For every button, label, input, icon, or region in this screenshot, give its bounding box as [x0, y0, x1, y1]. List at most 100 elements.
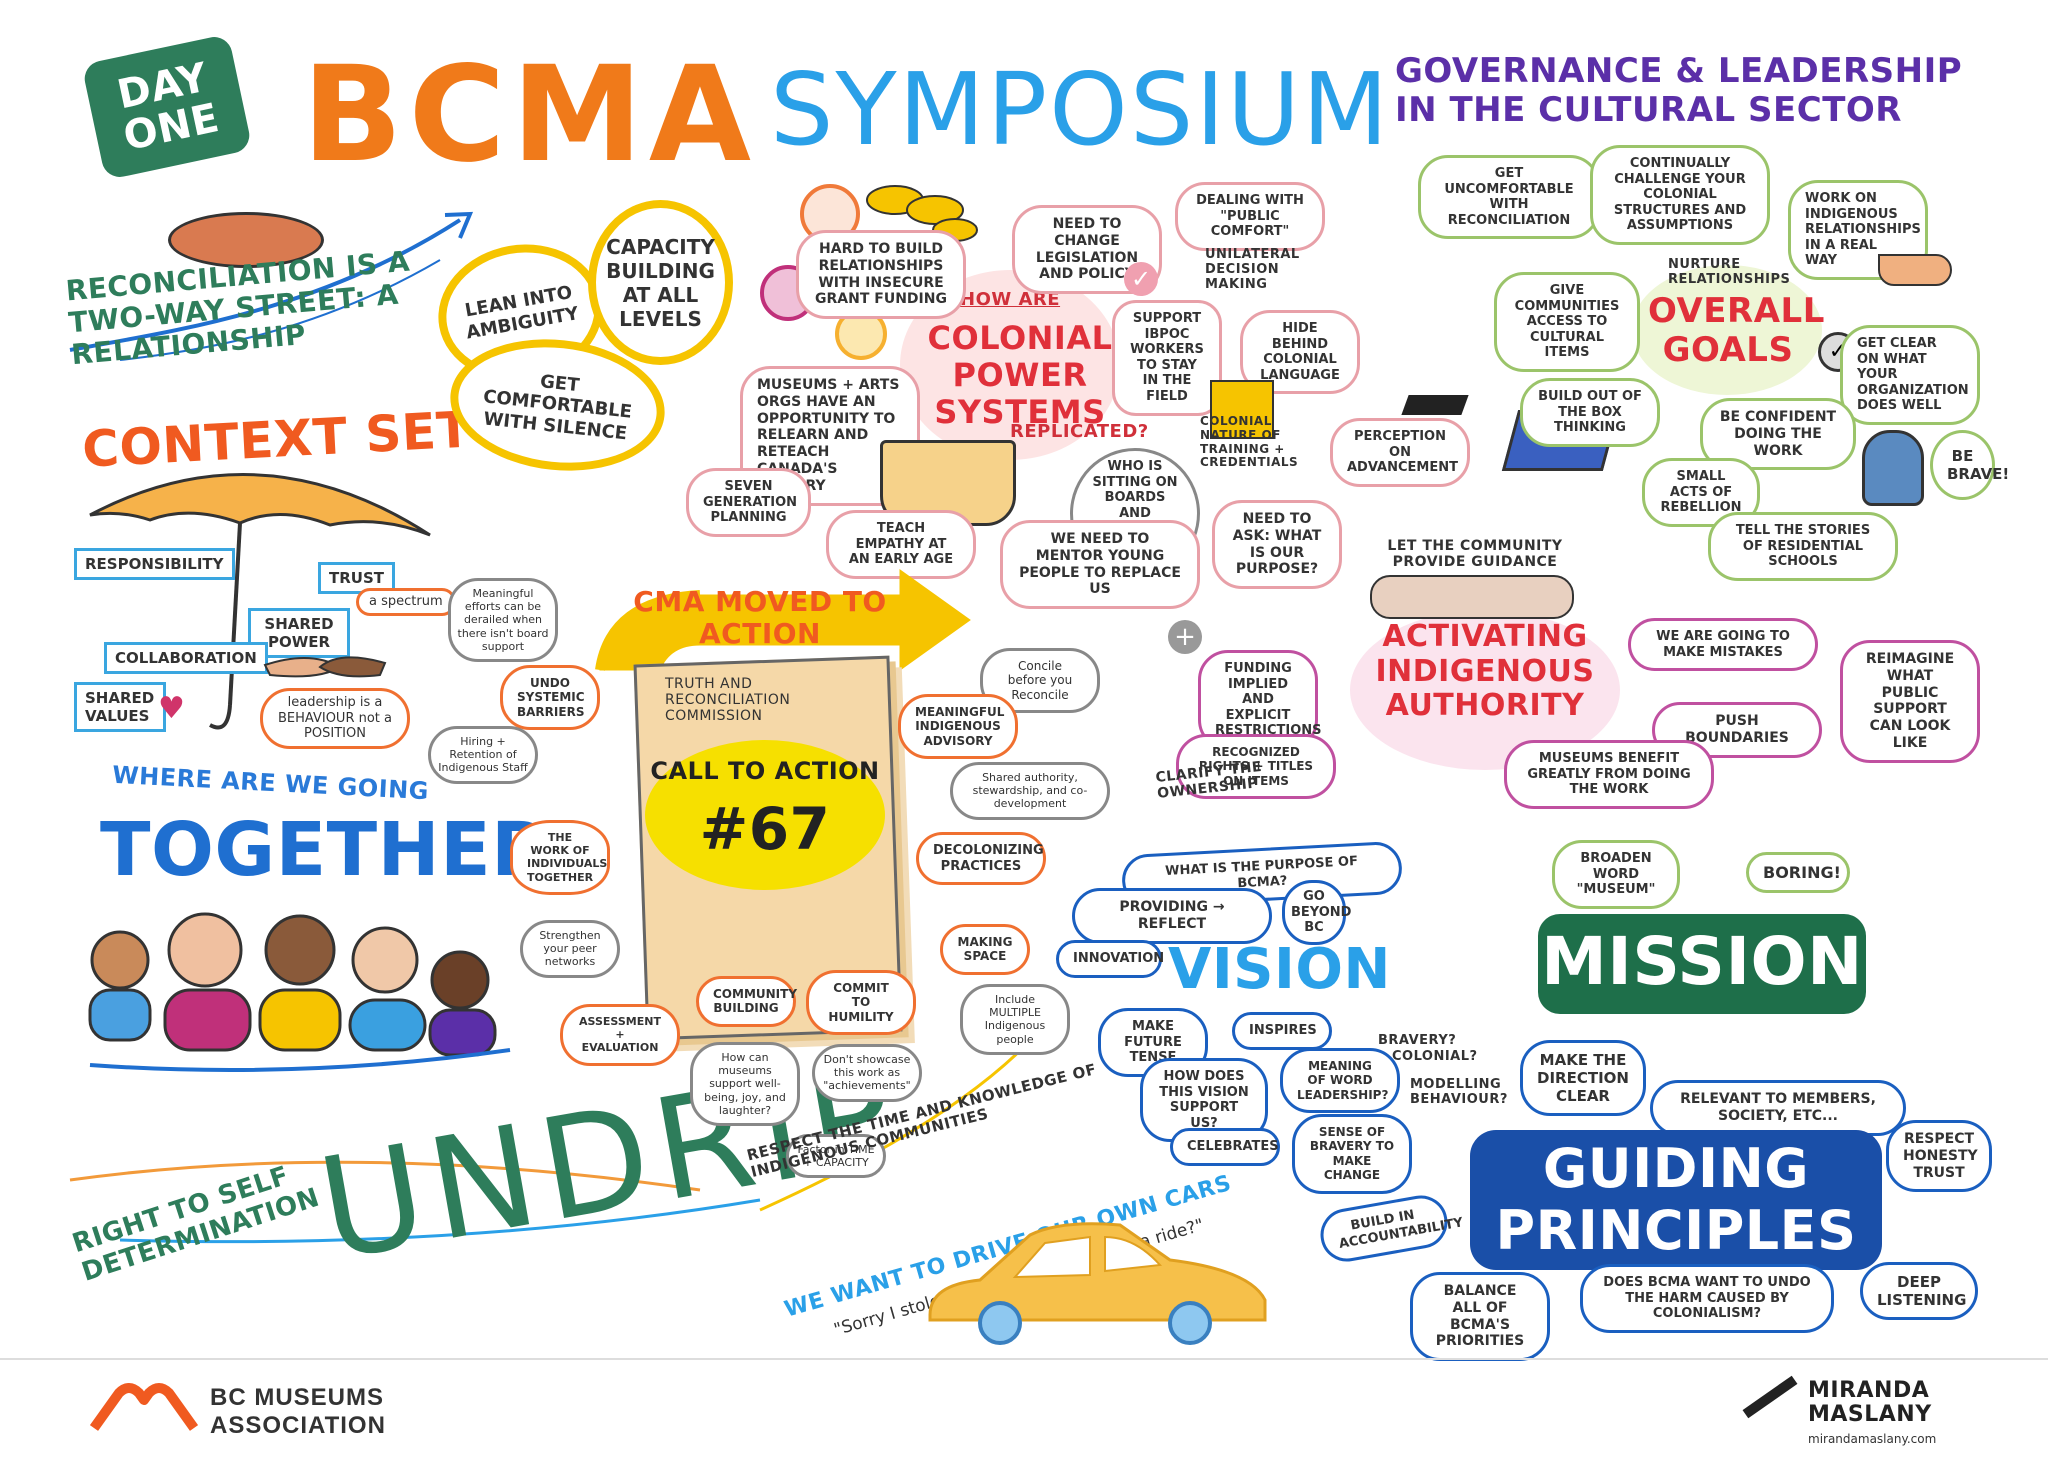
plus-icon: +: [1168, 620, 1202, 654]
guiding-direction-bubble: MAKE THE DIRECTION CLEAR: [1520, 1040, 1646, 1116]
colonial-replicated: REPLICATED?: [1010, 421, 1149, 442]
mission-boring-bubble: BORING!: [1746, 852, 1850, 894]
multiple-bubble: Include MULTIPLE Indigenous people: [960, 984, 1070, 1055]
guiding-balance-bubble: BALANCE ALL OF BCMA'S PRIORITIES: [1410, 1272, 1550, 1362]
vision-title: VISION: [1168, 937, 1391, 1002]
nurture-text: NURTURE RELATIONSHIPS: [1668, 257, 1791, 287]
access-bubble: GIVE COMMUNITIES ACCESS TO CULTURAL ITEM…: [1494, 272, 1640, 372]
bcma-logo-line2: ASSOCIATION: [210, 1412, 386, 1439]
guiding-box: [1470, 1130, 1882, 1270]
box-bubble: BUILD OUT OF THE BOX THINKING: [1520, 378, 1660, 447]
bcma-logo-icon: [89, 1383, 199, 1431]
unilateral-text: UNILATERAL DECISION MAKING: [1205, 247, 1300, 292]
guiding-undo-bubble: DOES BCMA WANT TO UNDO THE HARM CAUSED B…: [1580, 1264, 1834, 1333]
uncomfortable-bubble: GET UNCOMFORTABLE WITH RECONCILIATION: [1418, 155, 1600, 240]
shared-values-label: SHARED VALUES: [74, 682, 166, 732]
guiding-relevant-bubble: RELEVANT TO MEMBERS, SOCIETY, ETC...: [1650, 1080, 1906, 1136]
where-going-text: WHERE ARE WE GOING: [111, 760, 430, 806]
seven-gen-bubble: SEVEN GENERATION PLANNING: [686, 468, 811, 537]
call-action-glow: [645, 740, 885, 890]
bcma-logo-line1: BC MUSEUMS: [210, 1384, 385, 1411]
let-community-text: LET THE COMMUNITY PROVIDE GUIDANCE: [1387, 538, 1563, 571]
decolonizing-bubble: DECOLONIZING PRACTICES: [916, 832, 1046, 886]
guiding-respect-bubble: RESPECT HONESTY TRUST: [1886, 1120, 1992, 1193]
hiring-bubble: Hiring + Retention of Indigenous Staff: [428, 726, 538, 784]
funding-bubble: FUNDING IMPLIED AND EXPLICIT RESTRICTION…: [1198, 650, 1322, 750]
mission-broaden-bubble: BROADEN WORD "MUSEUM": [1552, 840, 1680, 909]
public-comfort-bubble: DEALING WITH "PUBLIC COMFORT": [1175, 182, 1325, 251]
showcase-bubble: Don't showcase this work as "achievement…: [812, 1044, 922, 1102]
guiding-title: GUIDING PRINCIPLES: [1495, 1137, 1857, 1263]
challenge-bubble: CONTINUALLY CHALLENGE YOUR COLONIAL STRU…: [1590, 145, 1770, 245]
rights-bubble: RECOGNIZED RIGHTS + TITLES ON ITEMS: [1176, 734, 1336, 800]
artist-url: mirandamaslany.com: [1808, 1432, 1937, 1446]
heart-icon: ♥: [158, 691, 185, 726]
making-space-bubble: MAKING SPACE: [940, 924, 1030, 975]
museums-support-bubble: How can museums support well-being, joy,…: [690, 1042, 800, 1126]
humility-bubble: COMMIT TO HUMILITY: [806, 970, 916, 1036]
together-title: TOGETHER?: [100, 807, 593, 893]
shared-authority-bubble: Shared authority, stewardship, and co-de…: [950, 762, 1110, 820]
reimagine-bubble: REIMAGINE WHAT PUBLIC SUPPORT CAN LOOK L…: [1840, 640, 1980, 763]
umbrella-drawing: [89, 473, 431, 730]
undo-bubble: UNDO SYSTEMIC BARRIERS: [500, 665, 600, 731]
car-drawing: [928, 1222, 1267, 1345]
reconciliation-arrow: [69, 211, 474, 361]
artist-line2: MASLANY: [1808, 1402, 1932, 1427]
goals-glow: [1632, 265, 1822, 395]
vision-bravery-text: BRAVERY?: [1378, 1033, 1457, 1048]
work-individuals-bubble: THE WORK OF INDIVIDUALS TOGETHER: [510, 820, 610, 895]
authority-title: ACTIVATING INDIGENOUS AUTHORITY: [1375, 619, 1595, 723]
call-action-number: #67: [699, 795, 831, 863]
mission-box: [1538, 914, 1866, 1014]
footer-divider: [0, 1358, 2048, 1360]
title-bcma: BCMA: [302, 38, 757, 192]
hand-drawing: [1878, 254, 1952, 286]
cma-moved-text: CMA MOVED TO ACTION: [633, 585, 887, 651]
vision-providing-bubble: PROVIDING → REFLECT: [1072, 888, 1272, 944]
hands-drawing: [263, 656, 387, 678]
guiding-listening-bubble: DEEP LISTENING: [1860, 1262, 1978, 1320]
cma-arrow: [595, 569, 971, 671]
rebellion-bubble: SMALL ACTS OF REBELLION: [1642, 458, 1760, 527]
vision-modelling-text: MODELLING BEHAVIOUR?: [1410, 1077, 1508, 1107]
spectrum-label: a spectrum: [356, 588, 456, 616]
basket-drawing: [168, 212, 324, 268]
title-symposium: SYMPOSIUM: [770, 51, 1391, 168]
peer-bubble: Strengthen your peer networks: [520, 920, 620, 978]
vision-colonial-text: COLONIAL?: [1392, 1049, 1478, 1064]
people-drawing: [88, 912, 511, 1072]
legislation-bubble: NEED TO CHANGE LEGISLATION and POLICY: [1012, 205, 1162, 295]
vision-meaning-bubble: MEANING OF WORD LEADERSHIP?: [1280, 1048, 1400, 1114]
meaningful-efforts-bubble: Meaningful efforts can be derailed when …: [448, 578, 558, 662]
call-action-title: CALL TO ACTION: [650, 757, 880, 785]
leadership-label: leadership is a BEHAVIOUR not a POSITION: [260, 688, 410, 749]
hard-build-bubble: HARD TO BUILD RELATIONSHIPS WITH INSECUR…: [796, 230, 966, 320]
mission-title: MISSION: [1541, 923, 1863, 1000]
vision-beyond-bubble: GO BEYOND BC: [1282, 880, 1351, 945]
advisory-bubble: MEANINGFUL INDIGENOUS ADVISORY: [898, 694, 1018, 760]
support-ibpoc-bubble: SUPPORT IBPOC WORKERS TO STAY IN THE FIE…: [1112, 300, 1222, 416]
stories-bubble: TELL THE STORIES OF RESIDENTIAL SCHOOLS: [1708, 512, 1898, 581]
community-people-drawing: [1370, 575, 1574, 619]
vision-inspires-bubble: INSPIRES: [1232, 1012, 1332, 1050]
person-drawing: [1862, 430, 1924, 506]
assessment-bubble: ASSESSMENT + EVALUATION: [560, 1004, 680, 1066]
check-icon: ✓: [1124, 262, 1158, 296]
responsibility-label: RESPONSIBILITY: [74, 548, 235, 580]
colonial-how-are: HOW ARE: [960, 289, 1061, 310]
day-one-text: DAY ONE: [113, 54, 224, 161]
perception-bubble: PERCEPTION ON ADVANCEMENT: [1330, 418, 1470, 487]
vision-sense-bubble: SENSE OF BRAVERY TO MAKE CHANGE: [1292, 1114, 1412, 1194]
trc-text: TRUTH AND RECONCILIATION COMMISSION: [665, 676, 791, 725]
brave-bubble: BE BRAVE!: [1930, 430, 2009, 500]
clear-bubble: GET CLEAR ON WHAT YOUR ORGANIZATION DOES…: [1840, 325, 1980, 425]
pencil-icon: [1742, 1375, 1798, 1419]
mentor-bubble: WE NEED TO MENTOR YOUNG PEOPLE TO REPLAC…: [1000, 520, 1200, 610]
trust-label: TRUST: [318, 562, 395, 594]
nature-training-text: COLONIAL NATURE OF TRAINING + CREDENTIAL…: [1200, 414, 1299, 470]
colonial-title: COLONIAL POWER SYSTEMS: [927, 319, 1113, 431]
building-drawing: [1210, 380, 1274, 439]
vision-innovation-bubble: INNOVATION: [1056, 940, 1164, 978]
community-building-bubble: COMMUNITY BUILDING: [696, 976, 797, 1027]
